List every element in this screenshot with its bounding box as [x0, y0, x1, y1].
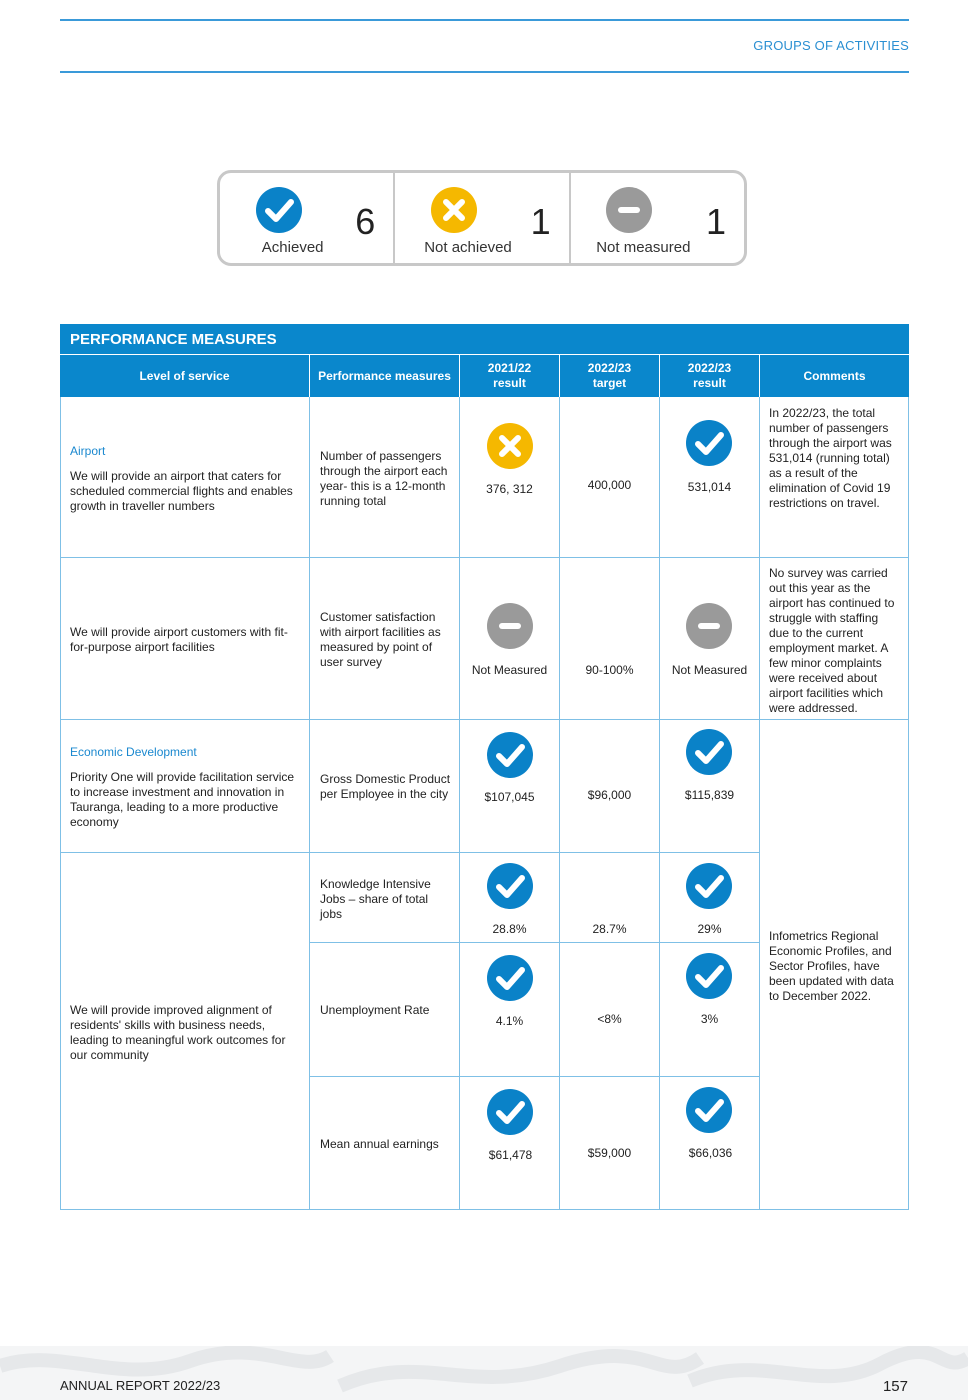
section-label: GROUPS OF ACTIVITIES — [753, 38, 909, 53]
result-2022-23: $66,036 — [688, 1146, 733, 1160]
target-2022-23: 28.7% — [592, 922, 627, 936]
comment: Infometrics Regional Economic Profiles, … — [769, 929, 894, 1003]
cross-icon — [430, 187, 477, 233]
column-header: 2021/22 result — [460, 355, 559, 397]
level-of-service: We will provide an airport that caters f… — [70, 469, 293, 513]
level-of-service: We will provide improved alignment of re… — [70, 1003, 286, 1062]
column-header: Level of service — [60, 355, 309, 397]
target-2022-23: $96,000 — [587, 788, 632, 802]
minus-icon — [487, 603, 533, 649]
summary-not-measured: Not measured 1 — [571, 173, 744, 263]
target-2022-23: 90-100% — [585, 663, 634, 677]
header-divider — [659, 355, 660, 397]
page-number: 157 — [882, 1378, 908, 1395]
report-title: ANNUAL REPORT 2022/23 — [60, 1378, 221, 1393]
column-header: 2022/23 result — [660, 355, 759, 397]
performance-measure: Number of passengers through the airport… — [320, 449, 448, 508]
check-icon — [686, 420, 732, 466]
result-2021-22: $61,478 — [488, 1148, 533, 1162]
check-icon — [487, 1089, 533, 1135]
summary-not-achieved: Not achieved 1 — [395, 173, 571, 263]
result-2022-23: Not Measured — [671, 663, 748, 677]
table-border — [60, 1209, 909, 1210]
level-of-service: We will provide airport customers with f… — [70, 625, 288, 654]
header-divider — [309, 355, 310, 397]
table-title: PERFORMANCE MEASURES — [60, 324, 909, 354]
check-icon — [686, 863, 732, 909]
summary-achieved: Achieved 6 — [220, 173, 396, 263]
column-divider — [459, 397, 460, 1210]
check-icon — [487, 863, 533, 909]
summary-label: Not measured — [596, 239, 691, 256]
minus-icon — [686, 603, 732, 649]
row-divider — [310, 942, 760, 943]
column-divider — [559, 397, 560, 1210]
cross-icon — [487, 423, 533, 469]
row-divider — [310, 1076, 760, 1077]
result-2021-22: 376, 312 — [486, 482, 533, 496]
target-2022-23: $59,000 — [587, 1146, 632, 1160]
column-header: 2022/23 target — [560, 355, 659, 397]
result-2022-23: 3% — [700, 1012, 719, 1026]
table-border — [60, 397, 61, 1210]
service-heading: Airport — [70, 444, 106, 458]
performance-measure: Gross Domestic Product per Employee in t… — [320, 772, 451, 801]
column-header: Comments — [760, 355, 909, 397]
column-divider — [759, 397, 760, 1210]
table-border — [908, 397, 909, 1210]
decorative-pattern — [0, 1346, 968, 1400]
service-heading: Economic Development — [70, 745, 197, 759]
result-2021-22: $107,045 — [484, 790, 535, 804]
header-divider — [759, 355, 760, 397]
comment: In 2022/23, the total number of passenge… — [769, 406, 892, 510]
summary-label: Achieved — [261, 239, 324, 256]
header-divider — [559, 355, 560, 397]
comment: No survey was carried out this year as t… — [769, 566, 895, 715]
check-icon — [487, 955, 533, 1001]
check-icon — [487, 732, 533, 778]
performance-measure: Mean annual earnings — [320, 1137, 439, 1151]
performance-measure: Customer satisfaction with airport facil… — [320, 610, 441, 669]
top-rule — [60, 19, 909, 21]
minus-icon — [606, 187, 653, 233]
results-summary: Achieved 6 Not achieved 1 Not measured 1 — [217, 170, 747, 266]
check-icon — [255, 187, 302, 233]
result-2021-22: Not Measured — [471, 663, 548, 677]
performance-measure: Knowledge Intensive Jobs – share of tota… — [320, 877, 431, 921]
result-2022-23: $115,839 — [684, 788, 735, 802]
row-divider — [60, 557, 909, 558]
target-2022-23: <8% — [597, 1012, 622, 1026]
summary-count: 1 — [530, 201, 551, 242]
column-divider — [659, 397, 660, 1210]
result-2021-22: 28.8% — [492, 922, 527, 936]
result-2022-23: 531,014 — [687, 480, 732, 494]
summary-label: Not achieved — [424, 239, 512, 256]
result-2021-22: 4.1% — [495, 1014, 524, 1028]
result-2022-23: 29% — [697, 922, 722, 936]
column-divider — [309, 397, 310, 1210]
check-icon — [686, 953, 732, 999]
row-divider — [60, 719, 909, 720]
summary-count: 1 — [705, 201, 726, 242]
performance-measure: Unemployment Rate — [320, 1003, 430, 1017]
check-icon — [686, 1087, 732, 1133]
column-header: Performance measures — [310, 355, 459, 397]
header-rule — [60, 71, 909, 73]
level-of-service: Priority One will provide facilitation s… — [70, 770, 295, 829]
target-2022-23: 400,000 — [587, 478, 632, 492]
check-icon — [686, 729, 732, 775]
row-divider — [60, 852, 760, 853]
summary-count: 6 — [355, 201, 376, 242]
header-divider — [459, 355, 460, 397]
